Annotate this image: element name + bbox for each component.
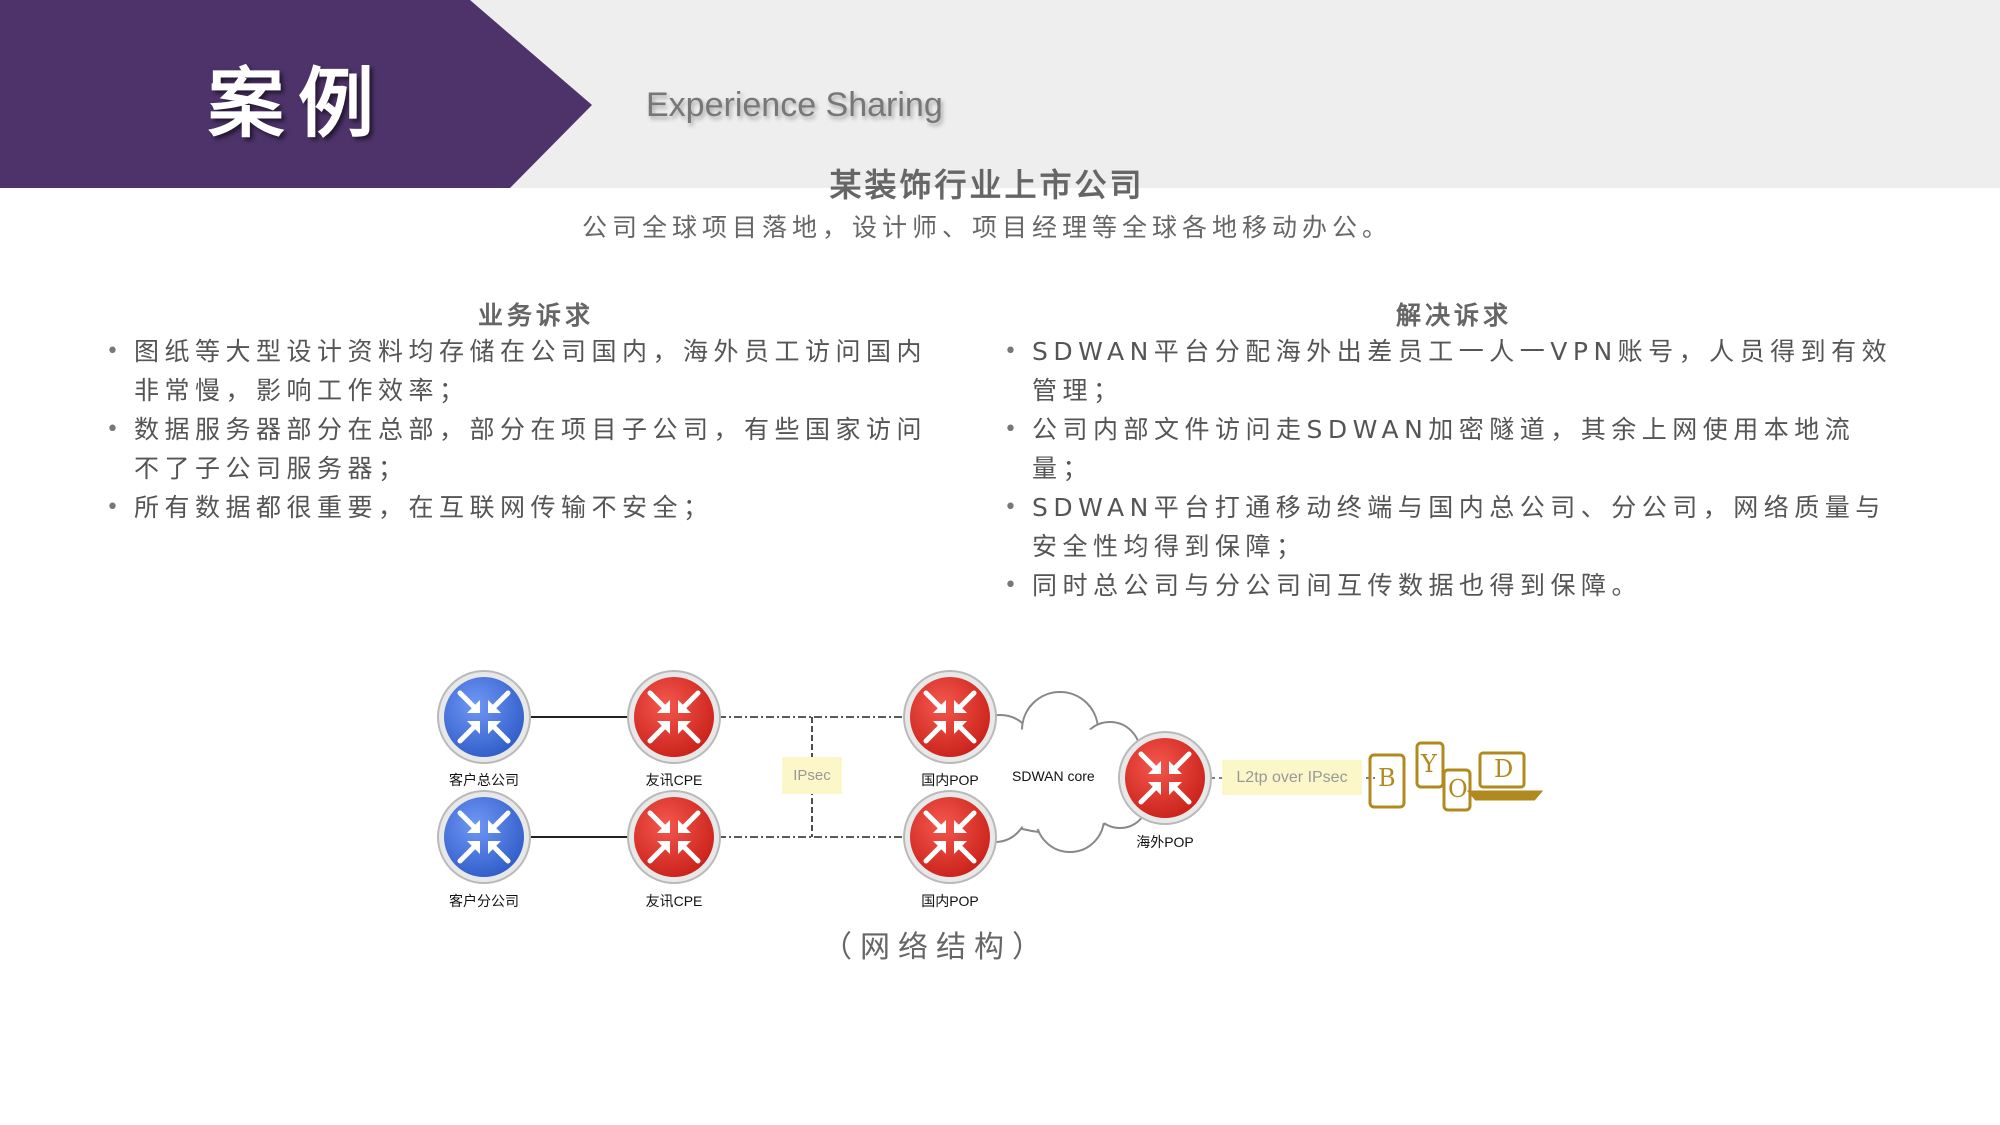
l2tp-label: L2tp over IPsec	[1222, 760, 1362, 795]
byod-devices-icon	[1368, 741, 1544, 812]
pop-bottom-label: 国内POP	[921, 893, 979, 909]
pop-top-label: 国内POP	[921, 772, 979, 788]
router-overseas-pop-icon	[1118, 731, 1212, 825]
list-item: 数据服务器部分在总部，部分在项目子公司，有些国家访问不了子公司服务器；	[106, 410, 956, 488]
list-item: 公司内部文件访问走SDWAN加密隧道，其余上网使用本地流量；	[1004, 410, 1904, 488]
solution-heading: 解决诉求	[1396, 301, 1513, 330]
router-hq-icon	[437, 670, 531, 764]
byod-letter: O	[1448, 775, 1468, 803]
router-cpe-bottom-icon	[627, 790, 721, 884]
list-item: SDWAN平台打通移动终端与国内总公司、分公司，网络质量与安全性均得到保障；	[1004, 488, 1904, 566]
ipsec-label: IPsec	[782, 757, 842, 794]
byod-letter: Y	[1421, 750, 1437, 778]
header-banner-shape	[0, 0, 592, 188]
case-description: 公司全球项目落地，设计师、项目经理等全球各地移动办公。	[581, 213, 1392, 242]
business-needs-heading: 业务诉求	[478, 301, 595, 330]
list-item: 所有数据都很重要，在互联网传输不安全；	[106, 488, 956, 527]
router-pop-bottom-icon	[903, 790, 997, 884]
list-item: SDWAN平台分配海外出差员工一人一VPN账号，人员得到有效管理；	[1004, 332, 1904, 410]
byod-letter: D	[1494, 755, 1514, 783]
cpe-bottom-label: 友讯CPE	[645, 893, 703, 909]
list-item: 同时总公司与分公司间互传数据也得到保障。	[1004, 566, 1904, 605]
business-needs-list: 图纸等大型设计资料均存储在公司国内，海外员工访问国内非常慢，影响工作效率； 数据…	[106, 332, 956, 527]
branch-label: 客户分公司	[449, 893, 519, 909]
router-cpe-top-icon	[627, 670, 721, 764]
sdwan-core-label: SDWAN core	[1012, 768, 1095, 784]
page-subtitle: Experience Sharing	[646, 86, 943, 124]
hq-label: 客户总公司	[449, 772, 519, 788]
cpe-top-label: 友讯CPE	[645, 772, 703, 788]
page-title: 案例	[208, 59, 388, 148]
solution-list: SDWAN平台分配海外出差员工一人一VPN账号，人员得到有效管理； 公司内部文件…	[1004, 332, 1904, 605]
network-caption: （网络结构）	[822, 930, 1050, 965]
router-pop-top-icon	[903, 670, 997, 764]
list-item: 图纸等大型设计资料均存储在公司国内，海外员工访问国内非常慢，影响工作效率；	[106, 332, 956, 410]
router-branch-icon	[437, 790, 531, 884]
overseas-pop-label: 海外POP	[1136, 834, 1194, 850]
case-title: 某装饰行业上市公司	[829, 166, 1145, 204]
byod-letter: B	[1378, 764, 1396, 792]
